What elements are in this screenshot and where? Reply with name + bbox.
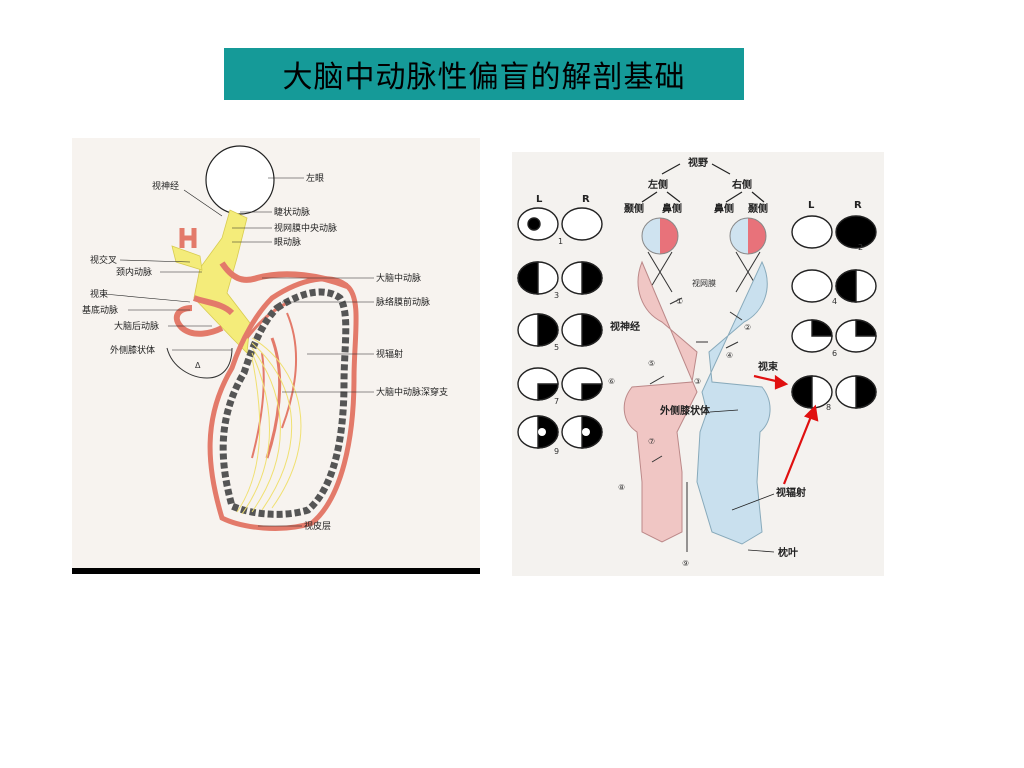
field-number-4: 4 <box>832 297 837 306</box>
figure-bottom-bar <box>72 568 480 574</box>
label-nasal-right: 鼻侧 <box>714 202 734 215</box>
slide-title: 大脑中动脉性偏盲的解剖基础 <box>282 60 686 95</box>
label-basilar: 基底动脉 <box>82 304 118 316</box>
path-number-8: ⑧ <box>618 483 625 492</box>
cerebral-artery-diagram: Δ 左眼 视神经 睫状动脉 视网膜中央动脉 眼动脉 视交叉 颈内动脉 大脑中动脉… <box>72 138 480 574</box>
field-pair-1 <box>517 207 603 241</box>
path-number-3: ③ <box>694 377 701 386</box>
label-right-side: 右侧 <box>731 178 752 191</box>
field-pair-4 <box>791 269 877 303</box>
label-L-right: L <box>808 200 815 211</box>
visual-cortex <box>219 288 350 518</box>
field-pair-5 <box>517 313 603 347</box>
label-lgb: 外侧膝状体 <box>110 344 155 356</box>
label-nasal-left: 鼻侧 <box>662 202 682 215</box>
red-arrows <box>753 374 819 485</box>
label-ophthalmic-artery: 眼动脉 <box>274 236 301 248</box>
label-visual-cortex: 视皮层 <box>304 520 331 532</box>
label-L-left: L <box>536 194 543 205</box>
label-central-retinal-artery: 视网膜中央动脉 <box>274 222 337 234</box>
right-eye <box>729 217 767 255</box>
label-ciliary-artery: 睫状动脉 <box>274 206 310 218</box>
label-anterior-choroidal: 脉络膜前动脉 <box>376 296 430 308</box>
posterior-cerebral-artery <box>173 305 224 337</box>
field-number-1: 1 <box>558 237 563 246</box>
field-number-9: 9 <box>554 447 559 456</box>
label-visual-field: 视野 <box>688 156 708 169</box>
field-pair-2 <box>791 215 877 249</box>
label-posterior-cerebral: 大脑后动脉 <box>114 320 159 332</box>
label-middle-cerebral: 大脑中动脉 <box>376 272 421 284</box>
eyeball <box>205 145 275 215</box>
path-number-1: ① <box>676 297 683 306</box>
title-banner: 大脑中动脉性偏盲的解剖基础 <box>224 48 744 100</box>
label-optic-chiasm: 视交叉 <box>90 254 117 266</box>
field-pair-8 <box>791 375 877 409</box>
label-R-right: R <box>854 200 862 211</box>
optic-pathway <box>193 209 251 354</box>
path-number-9: ⑨ <box>682 559 689 568</box>
optic-radiation-lines <box>236 337 302 515</box>
path-number-4: ④ <box>726 351 733 360</box>
field-number-7: 7 <box>554 397 559 406</box>
left-eye <box>641 217 679 255</box>
field-pair-9 <box>517 415 603 449</box>
label-left-eye: 左眼 <box>306 172 324 184</box>
svg-text:Δ: Δ <box>195 361 201 370</box>
label-optic-tract-right: 视束 <box>758 360 779 373</box>
label-optic-nerve-right: 视神经 <box>610 320 640 333</box>
field-number-2: 2 <box>858 243 863 252</box>
field-pair-7 <box>517 367 603 401</box>
path-number-7: ⑦ <box>648 437 655 446</box>
label-retina: 视网膜 <box>692 278 716 288</box>
visual-pathway-diagram: 视野 左侧 右侧 颞侧 鼻侧 鼻侧 颞侧 视网膜 视神经 视束 外侧膝状体 视辐… <box>512 152 884 576</box>
cortex-outline <box>207 276 359 531</box>
field-pair-6 <box>791 319 877 353</box>
label-optic-nerve: 视神经 <box>152 180 179 192</box>
label-temporal-left: 颞侧 <box>623 202 644 215</box>
label-R-left: R <box>582 194 590 205</box>
label-internal-carotid: 颈内动脉 <box>116 266 152 278</box>
label-mca-deep-branch: 大脑中动脉深穿支 <box>376 386 448 398</box>
field-number-3: 3 <box>554 291 559 300</box>
label-left-side: 左侧 <box>647 178 668 191</box>
path-number-2: ② <box>744 323 751 332</box>
label-temporal-right: 颞侧 <box>747 202 768 215</box>
field-number-6: 6 <box>832 349 837 358</box>
right-visual-pathway <box>696 260 771 545</box>
left-visual-pathway <box>623 260 698 543</box>
path-number-6: ⑥ <box>608 377 615 386</box>
label-optic-radiation: 视辐射 <box>376 348 403 360</box>
path-number-5: ⑤ <box>648 359 655 368</box>
label-optic-tract: 视束 <box>90 288 108 300</box>
label-optic-radiation-right: 视辐射 <box>776 486 806 499</box>
field-number-5: 5 <box>554 343 559 352</box>
label-occipital: 枕叶 <box>778 546 798 559</box>
field-pair-3 <box>517 261 603 295</box>
label-lgb-right: 外侧膝状体 <box>659 404 711 417</box>
field-number-8: 8 <box>826 403 831 412</box>
